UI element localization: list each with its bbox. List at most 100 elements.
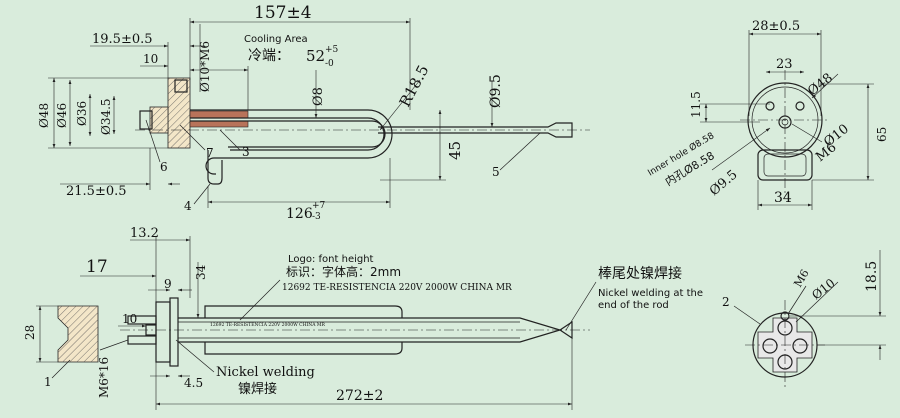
dim-21-5: 21.5±0.5 [66,184,127,199]
part-5: 5 [492,165,500,179]
tube-bend-end-inner [763,153,807,177]
cooling-area-en: Cooling Area [244,34,308,45]
end-view: 18.5 M6 Ø10 2 [722,250,886,390]
end-hole-left [762,338,778,354]
dim-4-5: 4.5 [184,376,203,390]
hole-right [795,101,805,111]
part-2: 2 [722,295,730,309]
end-dim-18-5: 18.5 [864,261,880,292]
bottom-view: 28 1 12692 TE-RESISTENCIA 220V 2000W CHI… [23,226,703,410]
bottom-flange-lip [169,297,179,367]
side-dim-phi9-5: Ø9.5 [707,167,741,199]
dim-phi46: Ø46 [55,103,69,128]
dim-m6x16: M6*16 [97,357,111,398]
leader [499,132,541,171]
dim-17: 17 [86,257,108,277]
side-dim-23: 23 [776,57,793,72]
side-dim-11-5: 11.5 [689,91,703,118]
end-dim-phi10: Ø10 [809,276,837,302]
weld-rod-en1: Nickel welding at the [598,288,703,299]
side-dim-phi48: Ø48 [805,71,836,100]
nickel-welding-en: Nickel welding [216,365,315,380]
side-dim-28: 28±0.5 [752,19,800,34]
flange-hatch [168,78,190,148]
leader [795,281,839,323]
leader [51,359,71,379]
dim-line [811,73,839,99]
part-6: 6 [160,160,168,174]
logo-en: Logo: font height [288,254,374,265]
dim-126: 126 [286,206,313,222]
dim-r18-5: R18.5 [396,62,433,110]
stud-upper [127,315,157,325]
rod-marking: 12692 TE-RESISTENCIA 220V 2000W CHINA MR [210,322,326,328]
dim-10-bottom: 10 [122,312,137,326]
part-7: 7 [206,146,214,160]
dim-10: 10 [143,52,158,66]
cooling-val: 52 [306,47,325,65]
leader [145,119,161,163]
dim-19-5: 19.5±0.5 [92,32,153,47]
dim-126-up: +7 [312,201,326,211]
marking: 12692 TE-RESISTENCIA 220V 2000W CHINA MR [282,283,512,293]
u-tube-inner2 [190,120,386,148]
dim-phi34-5: Ø34.5 [99,98,113,135]
part-4: 4 [184,199,192,213]
u-tube-inner [190,117,385,151]
side-dim-65: 65 [875,127,889,142]
dim-phi48: Ø48 [37,103,51,128]
dim-phi36: Ø36 [75,101,89,126]
cooling-area-cn: 冷端： [248,48,290,64]
nickel-welding-cn: 镍焊接 [238,381,277,397]
dim-line [791,123,823,143]
leader [239,279,281,321]
top-view: 157±4 19.5±0.5 10 Ø10*M6 Cooling Area 冷端… [37,3,590,222]
u-tube-outer [190,109,393,175]
dim-phi9-5: Ø9.5 [488,74,504,108]
end-dim-m6: M6 [791,267,811,289]
leader [193,183,211,205]
dim-272: 272±2 [336,388,383,404]
leader [565,281,597,331]
part-1: 1 [44,375,52,389]
flange-neck-hatch [150,107,168,133]
leader [175,339,215,373]
nut-dim-28: 28 [23,325,37,340]
dim-13-2: 13.2 [130,226,159,241]
dim-phi10-m6: Ø10*M6 [198,41,212,92]
cooling-tol-up: +5 [325,45,339,55]
leader [733,305,761,325]
weld-rod-en2: end of the rod [598,300,669,311]
dim-157: 157±4 [254,3,312,23]
leader [787,285,807,315]
leader [219,129,241,151]
leader [179,124,206,151]
dim-line [711,127,771,171]
dim-34: 34 [194,264,208,280]
logo-cn: 标识：字体高：2mm [286,264,401,279]
stud-lower [127,335,157,345]
dim-line [379,79,421,131]
dim-phi8: Ø8 [311,87,326,106]
side-dim-34: 34 [774,190,792,206]
weld-rod-cn: 棒尾处镍焊接 [598,265,682,282]
hole-left [765,101,775,111]
dim-9: 9 [164,277,172,291]
dim-45: 45 [446,141,464,160]
part-3: 3 [242,145,250,159]
bottom-flange [155,301,171,363]
bend-lower [204,342,403,355]
nut-hatch [58,306,98,362]
cold-zone-sheath-lower [189,120,249,128]
cooling-tol-dn: -0 [325,59,334,69]
leader [99,339,129,351]
tube-hook [207,150,223,185]
side-view: 28±0.5 23 Ø48 11.5 Inner hole Ø8.58 内孔Ø8… [646,19,889,210]
cold-zone-sheath-upper [189,110,249,119]
dim-126-dn: -3 [312,212,321,222]
end-hole-right [792,338,808,354]
terminal-stud [174,79,188,93]
bend-upper [204,305,403,318]
terminal-block [139,110,153,130]
